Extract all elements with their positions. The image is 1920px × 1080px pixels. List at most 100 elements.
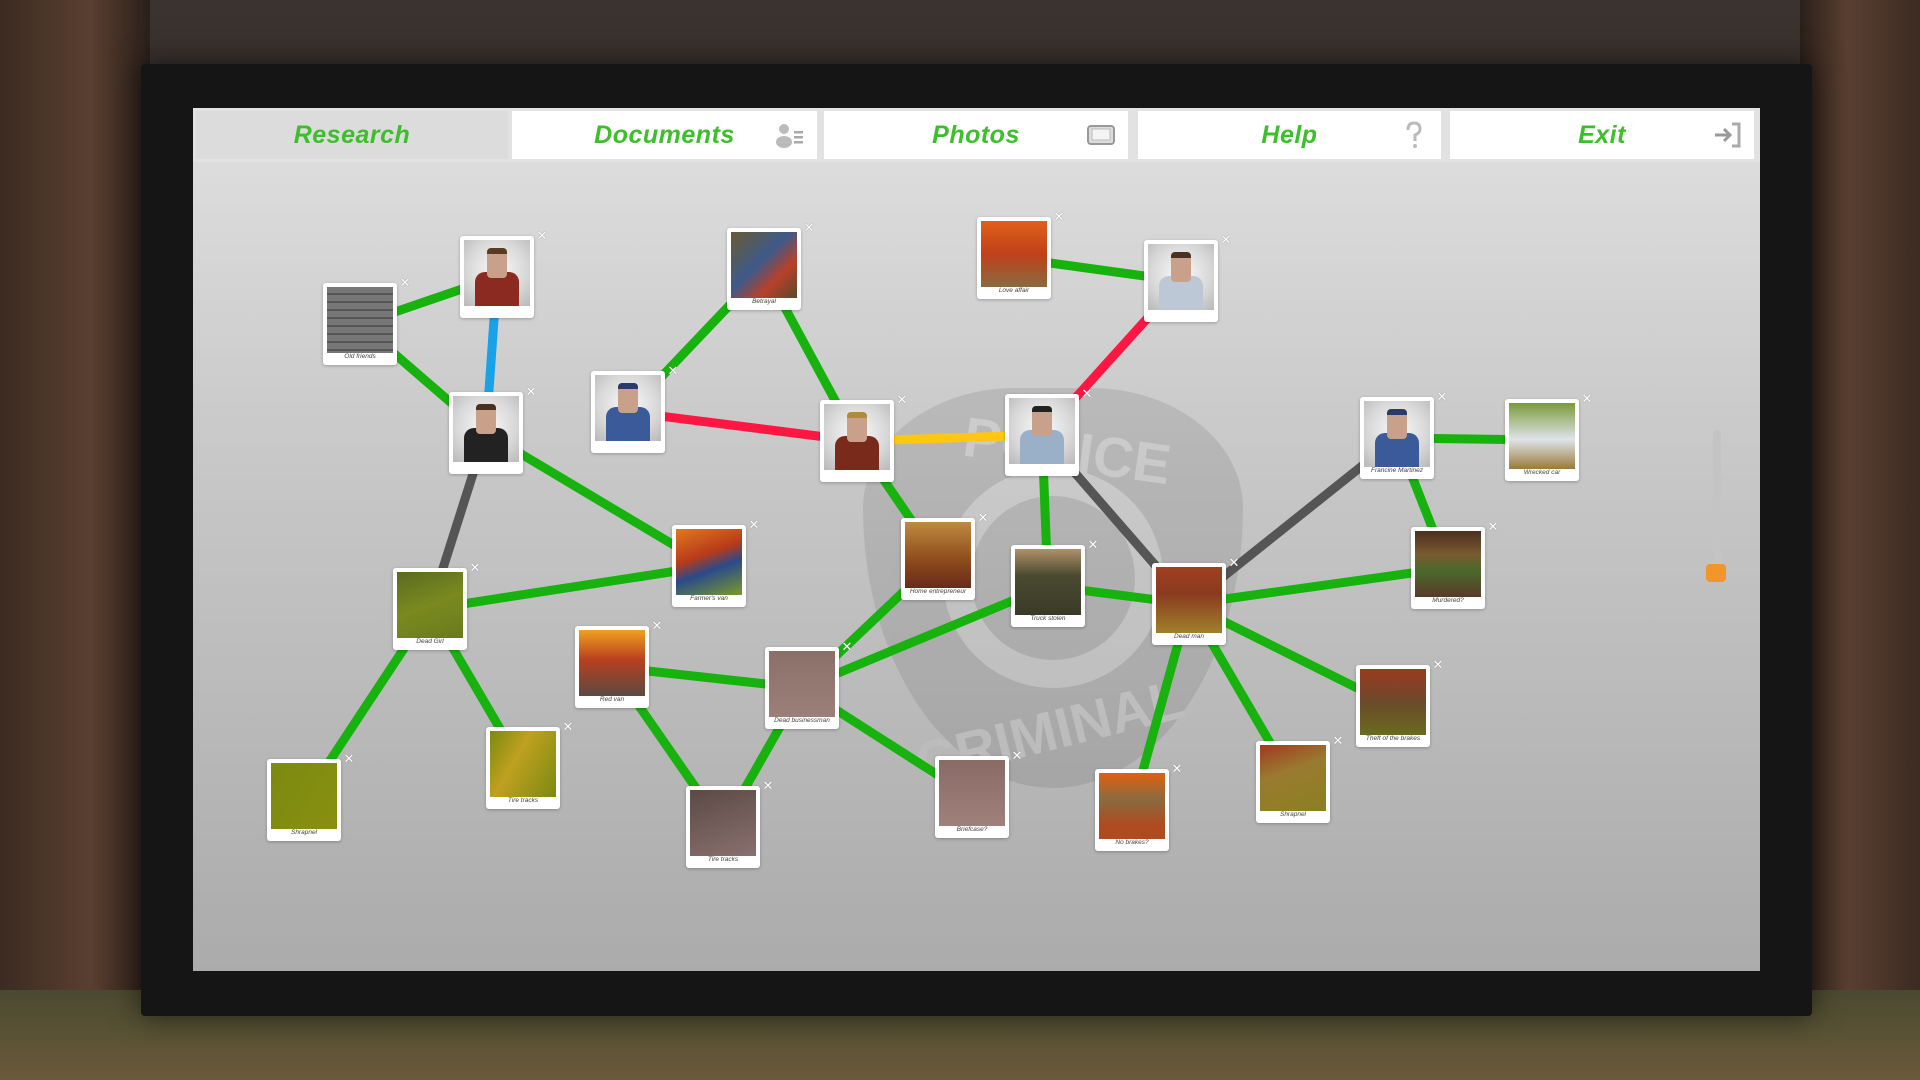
card-caption: Briefcase?	[956, 826, 988, 833]
remove-card-close-icon[interactable]: ✕	[1011, 748, 1023, 763]
remove-card-close-icon[interactable]: ✕	[1487, 519, 1499, 534]
card-caption: Betrayal	[752, 298, 776, 305]
remove-card-close-icon[interactable]: ✕	[399, 275, 411, 290]
photo-card-theft-brakes[interactable]: Theft of the brakes ✕	[1356, 658, 1443, 747]
remove-card-close-icon[interactable]: ✕	[469, 560, 481, 575]
remove-card-close-icon[interactable]: ✕	[536, 228, 548, 243]
figure-head	[847, 412, 867, 442]
link-green-truck-stolen-dead-businessman[interactable]	[800, 581, 1050, 693]
zoom-slider-knob[interactable]	[1706, 563, 1726, 582]
remove-card-close-icon[interactable]: ✕	[1432, 657, 1444, 672]
figure-head	[618, 383, 638, 413]
figure-head	[1171, 252, 1191, 282]
card-caption: Home entrepreneur	[909, 588, 967, 595]
photo-card-farmers-van[interactable]: Farmer's van✕	[672, 518, 759, 607]
remove-card-close-icon[interactable]: ✕	[748, 517, 760, 532]
remove-card-close-icon[interactable]: ✕	[803, 220, 815, 235]
tab-documents[interactable]: Documents	[512, 111, 817, 159]
photo-card-wrecked-car[interactable]: Wrecked car ✕	[1505, 392, 1592, 481]
evidence-photo	[1260, 745, 1326, 811]
card-caption: Dead man	[1174, 633, 1204, 640]
zoom-slider-track[interactable]	[1713, 430, 1721, 580]
evidence-photo	[676, 529, 742, 595]
remove-card-close-icon[interactable]: ✕	[1436, 389, 1448, 404]
tab-exit[interactable]: Exit	[1450, 111, 1754, 159]
tab-research-label: Research	[293, 120, 411, 149]
remove-card-close-icon[interactable]: ✕	[896, 392, 908, 407]
remove-card-close-icon[interactable]: ✕	[1081, 386, 1093, 401]
remove-card-close-icon[interactable]: ✕	[841, 639, 853, 654]
link-green-bearded-man-farmers-van[interactable]	[483, 429, 712, 570]
card-caption: Wrecked car	[1523, 469, 1561, 476]
photo-card-no-brakes[interactable]: No brakes? ✕	[1095, 762, 1182, 851]
evidence-photo	[731, 232, 797, 298]
remove-card-close-icon[interactable]: ✕	[977, 510, 989, 525]
photo-card-home-entrepreneur[interactable]: Home entrepreneur ✕	[901, 511, 988, 600]
card-caption: Shrapnel	[1279, 811, 1307, 818]
photo-card-love-affair[interactable]: Love affair✕	[977, 210, 1064, 299]
remove-card-close-icon[interactable]: ✕	[1228, 555, 1240, 570]
photo-card-truck-stolen[interactable]: Truck stolen✕	[1011, 538, 1098, 627]
photo-frame-icon	[1086, 121, 1116, 149]
person-card-bearded-man[interactable]: ✕	[449, 385, 536, 474]
remove-card-close-icon[interactable]: ✕	[762, 778, 774, 793]
person-card-police-officer[interactable]: ✕	[591, 364, 678, 453]
card-caption: Dead Girl	[416, 638, 444, 645]
card-caption: Dead businessman	[774, 717, 830, 724]
card-caption: Murdered?	[1432, 597, 1464, 604]
photo-card-dead-businessman[interactable]: Dead businessman ✕	[765, 640, 852, 729]
photo-card-tire-tracks-2[interactable]: Tire tracks✕	[686, 779, 773, 868]
photo-card-dead-man[interactable]: Dead man ✕	[1152, 556, 1239, 645]
photo-card-dead-girl[interactable]: Dead Girl ✕	[393, 561, 480, 650]
person-card-francine[interactable]: Francine Martinez✕	[1360, 390, 1447, 479]
evidence-photo	[490, 731, 556, 797]
evidence-photo	[579, 630, 645, 696]
barn-wall-left	[0, 0, 150, 1080]
photo-card-old-friends[interactable]: Old friends ✕	[323, 276, 410, 365]
link-green-dead-girl-farmers-van[interactable]	[429, 561, 710, 614]
remove-card-close-icon[interactable]: ✕	[1220, 232, 1232, 247]
card-caption: Old friends	[344, 353, 376, 360]
evidence-photo	[1099, 773, 1165, 839]
person-card-star-man[interactable]: ✕	[460, 229, 547, 318]
remove-card-close-icon[interactable]: ✕	[1332, 733, 1344, 748]
exit-door-icon	[1712, 121, 1742, 149]
remove-card-close-icon[interactable]: ✕	[1087, 537, 1099, 552]
photo-card-betrayal[interactable]: Betrayal ✕	[727, 221, 814, 310]
person-card-businessman[interactable]: ✕	[1005, 387, 1092, 476]
remove-card-close-icon[interactable]: ✕	[651, 618, 663, 633]
card-caption: Theft of the brakes	[1365, 735, 1421, 742]
portrait-image	[453, 396, 519, 462]
remove-card-close-icon[interactable]: ✕	[1581, 391, 1593, 406]
evidence-photo	[690, 790, 756, 856]
remove-card-close-icon[interactable]: ✕	[525, 384, 537, 399]
evidence-photo	[327, 287, 393, 353]
photo-card-shrapnel-1[interactable]: Shrapnel✕	[267, 752, 354, 841]
documents-people-icon	[775, 121, 805, 149]
portrait-image	[1148, 244, 1214, 310]
tab-research[interactable]: Research	[196, 111, 508, 159]
photo-card-shrapnel-2[interactable]: Shrapnel ✕	[1256, 734, 1343, 823]
person-card-girl[interactable]: ✕	[1144, 233, 1231, 322]
barn-wall-right	[1800, 0, 1920, 1080]
remove-card-close-icon[interactable]: ✕	[667, 363, 679, 378]
figure-head	[1032, 406, 1052, 436]
remove-card-close-icon[interactable]: ✕	[562, 719, 574, 734]
evidence-photo	[271, 763, 337, 829]
link-green-dead-man-murdered[interactable]	[1188, 563, 1449, 609]
photo-card-tire-tracks-1[interactable]: Tire tracks✕	[486, 720, 573, 809]
photo-card-briefcase[interactable]: Briefcase? ✕	[935, 749, 1022, 838]
portrait-image	[1364, 401, 1430, 467]
photo-card-murdered[interactable]: Murdered? ✕	[1411, 520, 1498, 609]
remove-card-close-icon[interactable]: ✕	[1053, 209, 1065, 224]
research-board[interactable]: Research Documents Photos Help Exit	[193, 108, 1760, 971]
remove-card-close-icon[interactable]: ✕	[343, 751, 355, 766]
remove-card-close-icon[interactable]: ✕	[1171, 761, 1183, 776]
card-caption: No brakes?	[1115, 839, 1149, 846]
figure-head	[476, 404, 496, 434]
photo-card-red-van[interactable]: Red van✕	[575, 619, 662, 708]
person-card-woman[interactable]: ✕	[820, 393, 907, 482]
tab-help[interactable]: Help	[1138, 111, 1441, 159]
tab-photos[interactable]: Photos	[824, 111, 1128, 159]
link-red-police-officer-woman[interactable]	[627, 407, 858, 446]
